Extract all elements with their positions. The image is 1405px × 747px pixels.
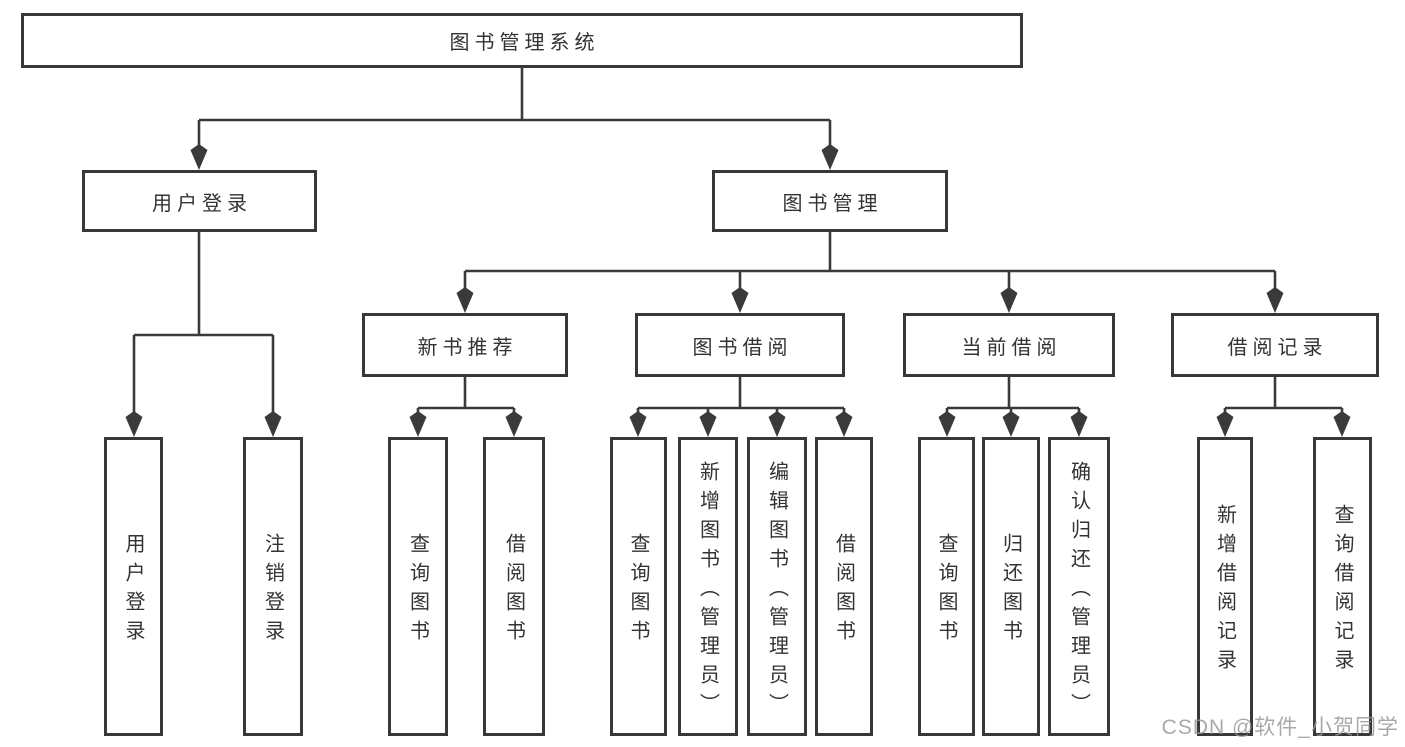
leaf-label: 归还图书 (999, 533, 1022, 649)
leaf-return-book: 归还图书 (982, 437, 1040, 736)
arrowhead-icon (456, 287, 474, 313)
arrowhead-icon (1000, 287, 1018, 313)
node-book-borrow: 图书借阅 (635, 313, 845, 377)
leaf-query-books-borrow: 查询图书 (610, 437, 667, 736)
arrowhead-icon (1002, 411, 1020, 437)
arrowhead-icon (125, 411, 143, 437)
leaf-edit-book-admin: 编辑图书（管理员） (747, 437, 807, 736)
arrowhead-icon (1070, 411, 1088, 437)
arrowhead-icon (699, 411, 717, 437)
leaf-label: 编辑图书（管理员） (765, 460, 788, 722)
arrowhead-icon (1266, 287, 1284, 313)
leaf-label: 查询图书 (935, 533, 957, 649)
leaf-label: 借阅图书 (832, 533, 855, 649)
arrowhead-icon (409, 411, 427, 437)
node-current-borrow: 当前借阅 (903, 313, 1115, 377)
arrowhead-icon (731, 287, 749, 313)
node-root: 图书管理系统 (21, 13, 1023, 68)
arrowhead-icon (264, 411, 282, 437)
leaf-query-books-current: 查询图书 (918, 437, 975, 736)
leaf-label: 查询图书 (406, 533, 429, 649)
csdn-watermark: CSDN @软件_小贺同学 (1161, 716, 1399, 739)
node-user-login: 用户登录 (82, 170, 317, 232)
node-book-management: 图书管理 (712, 170, 948, 232)
leaf-label: 新增图书（管理员） (696, 460, 719, 722)
leaf-confirm-return-admin: 确认归还（管理员） (1048, 437, 1110, 736)
arrowhead-icon (1216, 411, 1234, 437)
arrowhead-icon (1333, 411, 1351, 437)
leaf-label: 注销登录 (261, 533, 284, 649)
leaf-label: 查询借阅记录 (1331, 504, 1353, 678)
node-new-book-recommend: 新书推荐 (362, 313, 568, 377)
arrowhead-icon (629, 411, 647, 437)
leaf-label: 借阅图书 (502, 533, 525, 649)
arrowhead-icon (505, 411, 523, 437)
leaf-user-login: 用户登录 (104, 437, 163, 736)
leaf-borrow-books: 借阅图书 (815, 437, 873, 736)
leaf-query-books-recommend: 查询图书 (388, 437, 448, 736)
leaf-add-book-admin: 新增图书（管理员） (678, 437, 738, 736)
arrowhead-icon (768, 411, 786, 437)
leaf-label: 用户登录 (122, 533, 144, 649)
arrowhead-icon (938, 411, 956, 437)
leaf-label: 确认归还（管理员） (1067, 460, 1090, 722)
leaf-add-borrow-record: 新增借阅记录 (1197, 437, 1253, 736)
arrowhead-icon (835, 411, 853, 437)
node-borrow-records: 借阅记录 (1171, 313, 1379, 377)
leaf-query-borrow-record: 查询借阅记录 (1313, 437, 1372, 736)
leaf-label: 新增借阅记录 (1213, 504, 1236, 678)
leaf-borrow-books-recommend: 借阅图书 (483, 437, 545, 736)
arrowhead-icon (821, 144, 839, 170)
leaf-logout: 注销登录 (243, 437, 303, 736)
arrowhead-icon (190, 144, 208, 170)
leaf-label: 查询图书 (627, 533, 649, 649)
